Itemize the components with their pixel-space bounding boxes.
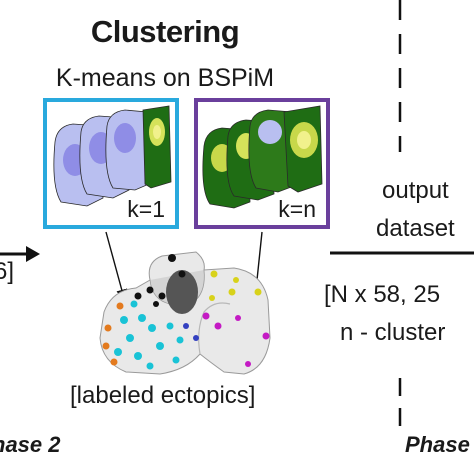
bspim-maps-kn-image [202,105,323,209]
arrow-k1-to-model [105,231,128,301]
input-dimension-text: 6] [0,258,15,285]
cluster-label-k1: k=1 [125,196,167,223]
phase-label-left: hase 2 [0,432,61,457]
model-caption: [labeled ectopics] [70,382,256,409]
output-line-1: output [382,177,449,204]
bspim-maps-k1-image [53,105,172,207]
output-line-3: [N x 58, 25 [324,281,441,308]
section-subtitle: K-means on BSPiM [55,64,275,92]
output-line-2: dataset [376,215,455,242]
phase-label-right: Phase [405,432,470,457]
output-details: [N x 58, 25 n - cluster [324,276,445,352]
output-line-4: n - cluster [340,319,446,346]
cluster-label-kn: k=n [276,196,318,223]
cluster-card-kn: k=n [194,98,330,229]
output-heading: output dataset [376,172,455,248]
input-arrow-head [26,246,40,262]
ectopic-dots [102,254,270,370]
heart-model-image [99,251,271,375]
cluster-card-k1: k=1 [43,98,179,229]
section-title: Clustering [90,14,240,49]
